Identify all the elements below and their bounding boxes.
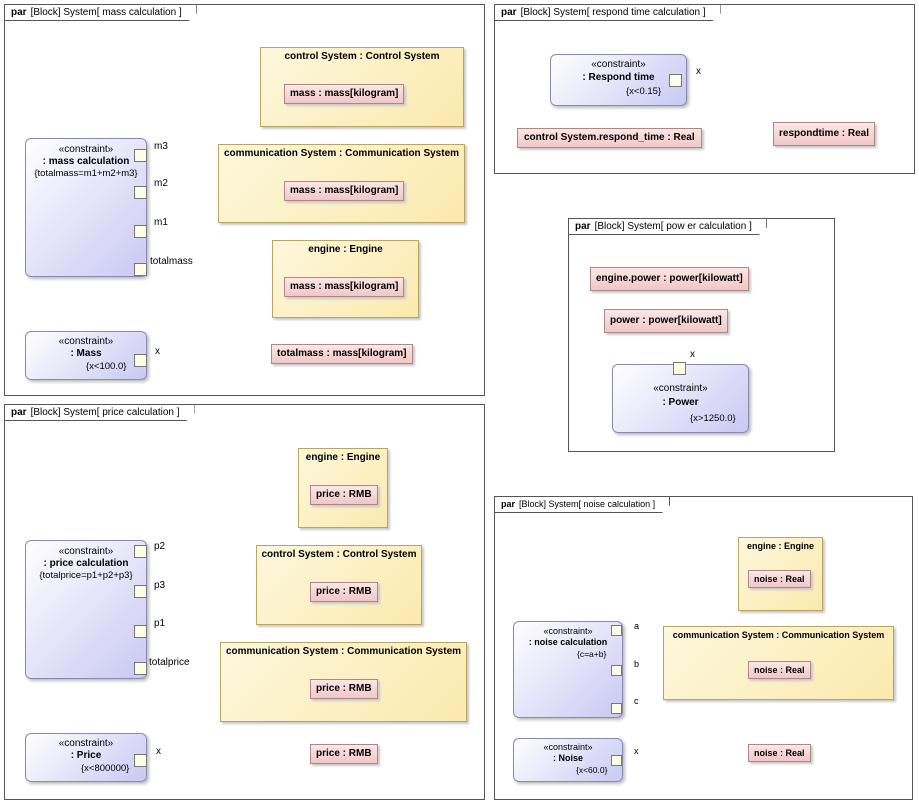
- port-label-mass-x: x: [155, 346, 160, 357]
- port-label-m1: m1: [154, 217, 168, 228]
- port-m1[interactable]: [134, 225, 147, 238]
- power-property[interactable]: power : power[kilowatt]: [604, 309, 728, 333]
- port-label-respond-x: x: [696, 66, 701, 77]
- control-price-property[interactable]: price : RMB: [310, 582, 378, 602]
- port-totalmass[interactable]: [134, 263, 147, 276]
- communication-noise-property[interactable]: noise : Real: [748, 661, 811, 679]
- c-noise-property[interactable]: noise : Real: [748, 744, 811, 762]
- engine-price-property[interactable]: price : RMB: [310, 485, 378, 505]
- port-noise-x[interactable]: [611, 755, 622, 766]
- port-m2[interactable]: [134, 186, 147, 199]
- control-mass-property[interactable]: mass : mass[kilogram]: [284, 84, 405, 104]
- port-label-totalmass: totalmass: [150, 256, 193, 267]
- frame-title: par[Block] System[ pow er calculation ]: [568, 218, 767, 235]
- port-label-noise-x: x: [634, 746, 639, 756]
- price-calculation-constraint[interactable]: «constraint» : price calculation {totalp…: [25, 540, 147, 679]
- port-respond-x[interactable]: [669, 74, 682, 87]
- engine-noise-property[interactable]: noise : Real: [748, 570, 811, 588]
- frame-title: par[Block] System[ respond time calculat…: [494, 4, 721, 21]
- frame-title: par[Block] System[ mass calculation ]: [4, 4, 197, 21]
- port-label-price-x: x: [156, 746, 161, 757]
- port-m3[interactable]: [134, 149, 147, 162]
- engine-mass-property[interactable]: mass : mass[kilogram]: [284, 277, 405, 297]
- engine-power-property[interactable]: engine.power : power[kilowatt]: [590, 267, 749, 291]
- port-a[interactable]: [611, 625, 622, 636]
- port-label-p2: p2: [154, 541, 166, 552]
- control-respond-time-property[interactable]: control System.respond_time : Real: [517, 128, 702, 148]
- communication-system-block[interactable]: communication System : Communication Sys…: [220, 642, 467, 722]
- respond-time-constraint[interactable]: «constraint» : Respond time {x<0.15}: [550, 54, 687, 106]
- port-price-x[interactable]: [134, 754, 147, 767]
- port-mass-x[interactable]: [134, 354, 147, 367]
- port-label-m3: m3: [154, 141, 168, 152]
- port-power-x[interactable]: [673, 362, 686, 375]
- port-label-power-x: x: [690, 349, 695, 360]
- port-p3[interactable]: [134, 585, 147, 598]
- totalmass-property[interactable]: totalmass : mass[kilogram]: [271, 344, 413, 364]
- respondtime-property[interactable]: respondtime : Real: [773, 122, 876, 146]
- port-p1[interactable]: [134, 625, 147, 638]
- price-constraint[interactable]: «constraint» : Price {x<800000}: [25, 733, 147, 782]
- total-price-property[interactable]: price : RMB: [310, 744, 378, 764]
- port-label-a: a: [634, 621, 640, 631]
- port-label-p3: p3: [154, 580, 166, 591]
- communication-mass-property[interactable]: mass : mass[kilogram]: [284, 181, 405, 201]
- mass-constraint[interactable]: «constraint» : Mass {x<100.0}: [25, 331, 147, 380]
- frame-title: par[Block] System[ noise calculation ]: [494, 496, 670, 513]
- noise-constraint[interactable]: «constraint» : Noise {x<60.0}: [513, 738, 623, 782]
- power-constraint[interactable]: «constraint» : Power {x>1250.0}: [612, 364, 749, 433]
- port-label-p1: p1: [154, 618, 166, 629]
- port-c[interactable]: [611, 703, 622, 714]
- port-b[interactable]: [611, 665, 622, 676]
- port-label-m2: m2: [154, 178, 168, 189]
- mass-calculation-constraint[interactable]: «constraint» : mass calculation {totalma…: [25, 138, 147, 277]
- port-label-c: c: [634, 696, 639, 706]
- noise-calculation-constraint[interactable]: «constraint» : noise calculation {c=a+b}: [513, 621, 623, 718]
- port-totalprice[interactable]: [134, 662, 147, 675]
- port-p2[interactable]: [134, 545, 147, 558]
- port-label-totalprice: totalprice: [149, 657, 190, 668]
- frame-title: par[Block] System[ price calculation ]: [4, 404, 195, 421]
- communication-price-property[interactable]: price : RMB: [310, 679, 378, 699]
- port-label-b: b: [634, 659, 640, 669]
